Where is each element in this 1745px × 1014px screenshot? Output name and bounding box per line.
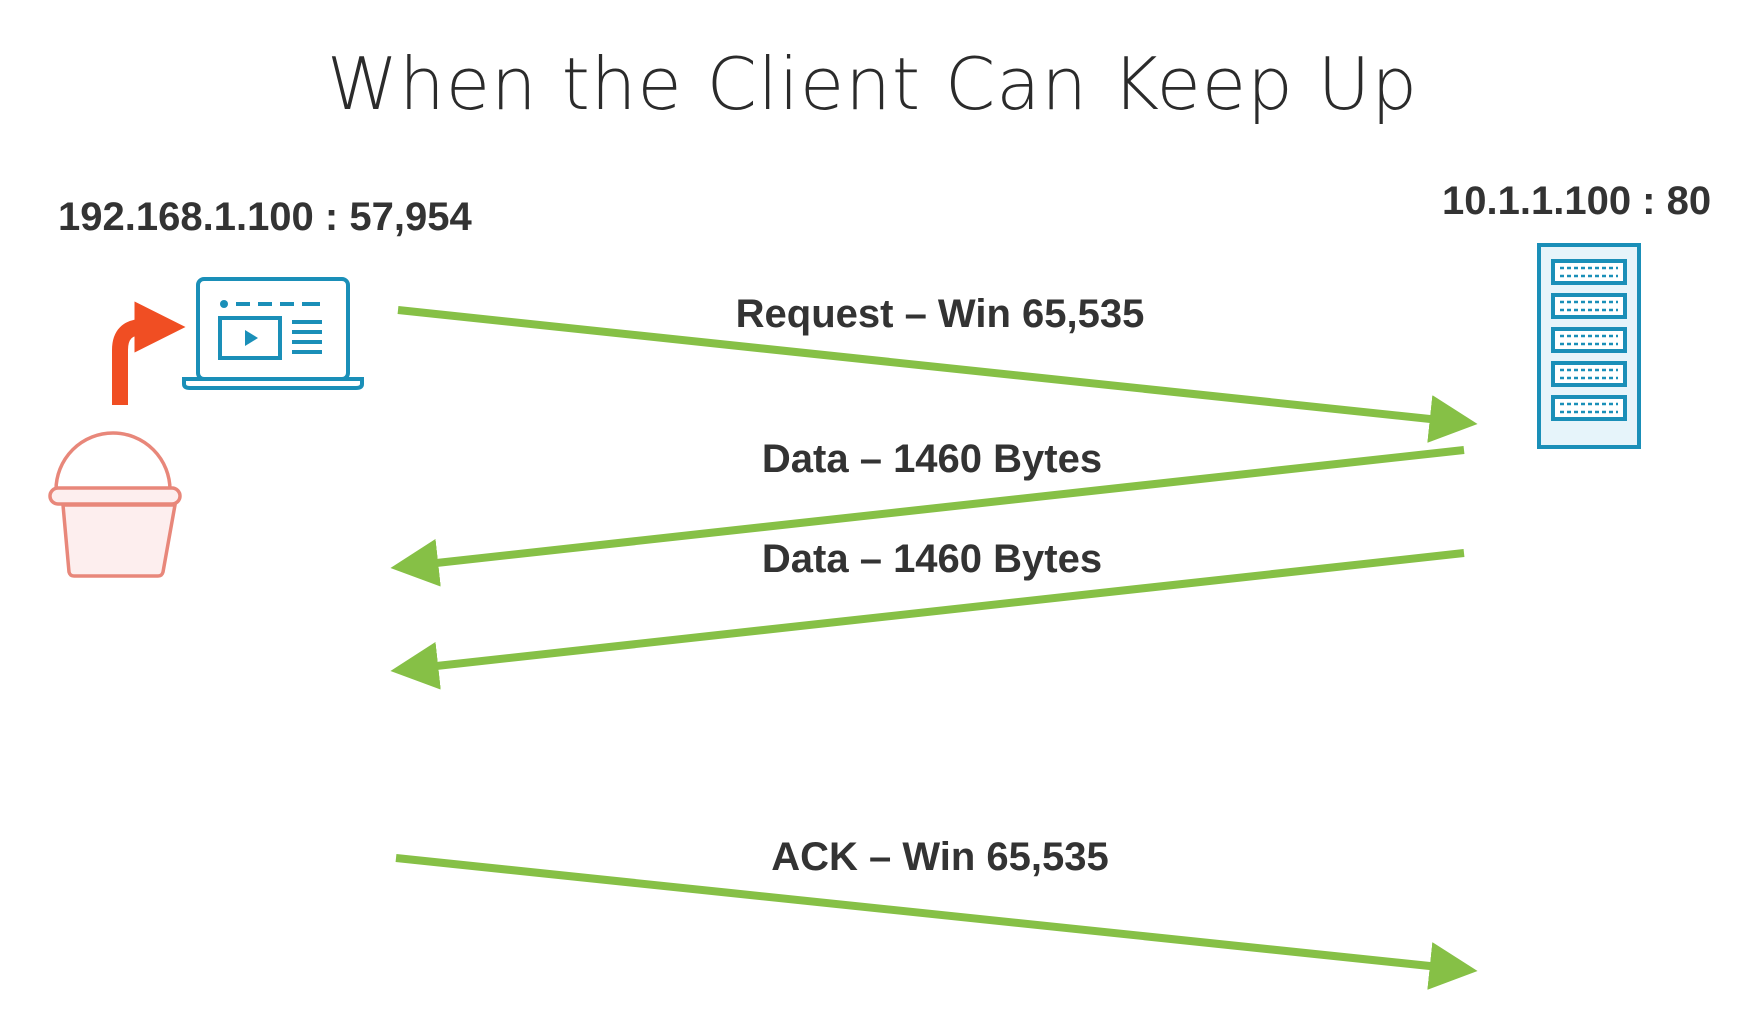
- bucket-icon: [48, 431, 182, 578]
- message-label: ACK – Win 65,535: [771, 835, 1109, 879]
- client-address-label: 192.168.1.100 : 57,954: [58, 195, 472, 239]
- message-label: Data – 1460 Bytes: [761, 437, 1103, 481]
- arrow-request: [397, 306, 1478, 443]
- red-arrow-icon: [112, 301, 186, 405]
- arrow-ack: [395, 854, 1478, 990]
- server-address-label: 10.1.1.100 : 80: [1442, 179, 1712, 223]
- laptop-icon: [182, 277, 364, 390]
- message-label: Data – 1460 Bytes: [761, 537, 1103, 581]
- server-rack-icon: [1537, 243, 1641, 449]
- arrow-data-1: [390, 446, 1465, 587]
- slide-title: When the Client Can Keep Up: [326, 42, 1419, 126]
- arrow-data-2: [390, 549, 1465, 690]
- message-label: Request – Win 65,535: [735, 292, 1145, 336]
